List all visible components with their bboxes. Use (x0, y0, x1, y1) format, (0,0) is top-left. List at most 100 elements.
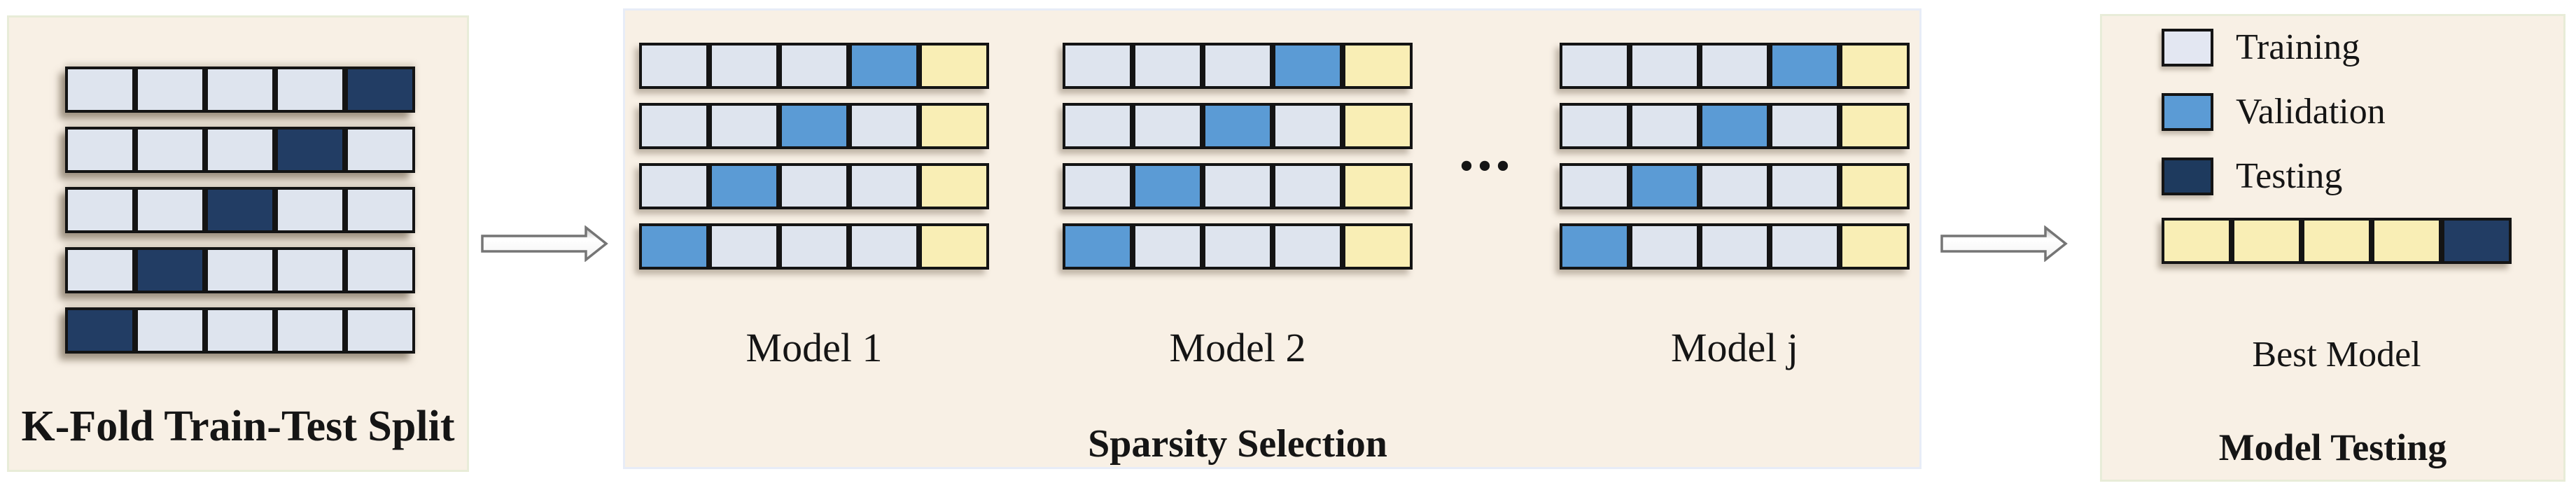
training-cell (1063, 43, 1133, 89)
validation-cell (849, 43, 919, 89)
fold-row (1063, 103, 1413, 149)
fold-row (1560, 103, 1910, 149)
legend-item: Testing (2162, 158, 2386, 195)
best-cell (2372, 218, 2442, 264)
training-cell (1560, 103, 1630, 149)
fold-row (65, 247, 415, 293)
training-cell (1273, 163, 1343, 209)
kfold-split-panel: K-Fold Train-Test Split (7, 15, 469, 472)
fold-row (1560, 223, 1910, 270)
training-cell (135, 307, 205, 354)
training-cell (1273, 223, 1343, 270)
training-cell (65, 67, 135, 113)
training-cell (1203, 43, 1273, 89)
training-cell (345, 187, 415, 233)
training-cell (65, 247, 135, 293)
training-cell (65, 187, 135, 233)
testing-cell (275, 127, 345, 173)
training-cell (709, 43, 779, 89)
training-cell (1770, 163, 1840, 209)
validation-cell (1203, 103, 1273, 149)
training-cell (135, 187, 205, 233)
legend-label: Validation (2236, 92, 2386, 132)
training-cell (275, 187, 345, 233)
testing-cell (65, 307, 135, 354)
best-cell (2302, 218, 2372, 264)
flow-arrow-icon (481, 225, 608, 262)
training-cell (639, 103, 709, 149)
sparsity-panel-title: Sparsity Selection (1088, 422, 1387, 466)
best-model-row (2162, 218, 2512, 264)
fold-row (65, 67, 415, 113)
best-cell (1343, 43, 1413, 89)
model-1-grid (639, 43, 989, 284)
training-cell (1133, 43, 1203, 89)
training-cell (205, 127, 275, 173)
validation-cell (1273, 43, 1343, 89)
ellipsis-icon: ... (1459, 116, 1513, 184)
training-cell (849, 223, 919, 270)
testing-cell (2442, 218, 2512, 264)
training-cell (135, 127, 205, 173)
best-cell (1343, 163, 1413, 209)
fold-row (1560, 43, 1910, 89)
testing-cell (205, 187, 275, 233)
sparsity-selection-panel: ... Model 1 Model 2 Model j Sparsity Sel… (623, 8, 1921, 469)
legend-item: Training (2162, 29, 2386, 67)
best-cell (919, 163, 989, 209)
training-cell (1700, 43, 1770, 89)
testing-cell (135, 247, 205, 293)
validation-swatch-icon (2162, 93, 2213, 131)
training-cell (1630, 223, 1700, 270)
training-swatch-icon (2162, 29, 2213, 67)
training-cell (1203, 163, 1273, 209)
validation-cell (779, 103, 849, 149)
fold-row (65, 187, 415, 233)
training-cell (1770, 223, 1840, 270)
validation-cell (1770, 43, 1840, 89)
validation-cell (1630, 163, 1700, 209)
fold-row (1063, 223, 1413, 270)
training-cell (1133, 223, 1203, 270)
validation-cell (709, 163, 779, 209)
training-cell (1273, 103, 1343, 149)
best-cell (919, 103, 989, 149)
flow-arrow-icon (1940, 225, 2068, 262)
model-2-grid (1063, 43, 1413, 284)
training-cell (275, 307, 345, 354)
best-cell (1343, 103, 1413, 149)
training-cell (779, 43, 849, 89)
fold-row (639, 163, 989, 209)
training-cell (345, 307, 415, 354)
training-cell (1063, 163, 1133, 209)
model-testing-title: Model Testing (2218, 426, 2447, 468)
training-cell (709, 223, 779, 270)
training-cell (65, 127, 135, 173)
validation-cell (1063, 223, 1133, 270)
kfold-grid (65, 67, 415, 368)
legend-label: Training (2236, 27, 2360, 67)
kfold-panel-title: K-Fold Train-Test Split (21, 403, 455, 450)
training-cell (849, 163, 919, 209)
training-cell (1630, 43, 1700, 89)
model-j-grid (1560, 43, 1910, 284)
best-model-caption: Best Model (2252, 335, 2421, 375)
best-cell (2162, 218, 2232, 264)
best-cell (2232, 218, 2302, 264)
legend-label: Testing (2236, 156, 2343, 196)
training-cell (205, 247, 275, 293)
validation-cell (1560, 223, 1630, 270)
best-cell (919, 43, 989, 89)
training-cell (1133, 103, 1203, 149)
training-cell (1560, 163, 1630, 209)
training-cell (849, 103, 919, 149)
fold-row (639, 43, 989, 89)
training-cell (1630, 103, 1700, 149)
training-cell (1700, 163, 1770, 209)
best-cell (1840, 43, 1910, 89)
training-cell (1560, 43, 1630, 89)
training-cell (639, 43, 709, 89)
fold-row (65, 307, 415, 354)
